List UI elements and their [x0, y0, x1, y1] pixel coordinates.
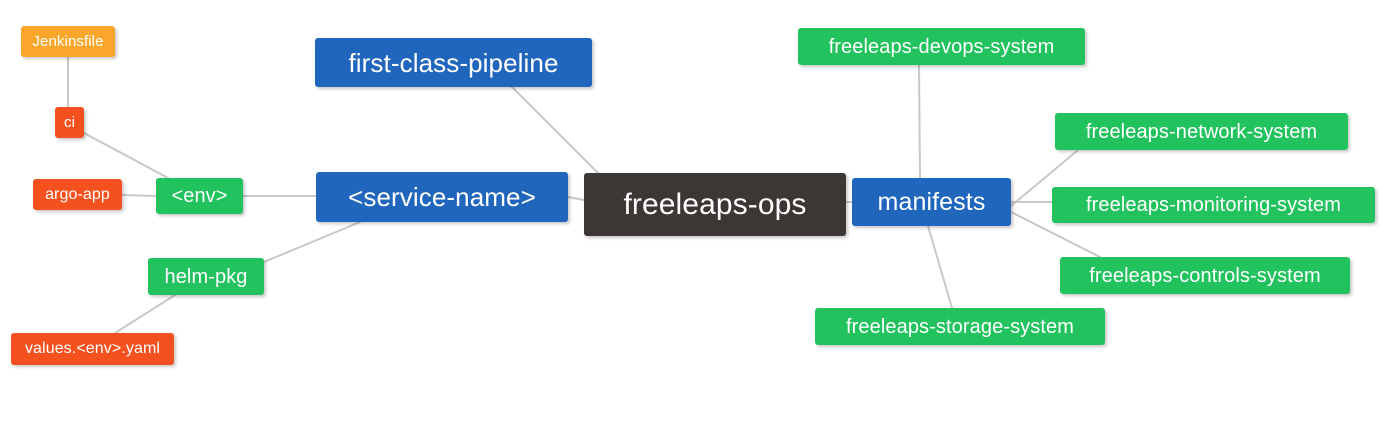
node-freeleaps-devops-system[interactable]: freeleaps-devops-system — [798, 28, 1085, 65]
edge-env-to-ci — [83, 132, 169, 179]
edge-env-to-argo-app — [121, 194, 157, 197]
node-first-class-pipeline[interactable]: first-class-pipeline — [315, 38, 592, 87]
node-values-env-yaml[interactable]: values.<env>.yaml — [11, 333, 174, 365]
edge-manifests-to-freeleaps-devops-system — [918, 64, 921, 179]
node-freeleaps-controls-system[interactable]: freeleaps-controls-system — [1060, 257, 1350, 294]
edge-helm-pkg-to-values-env-yaml — [114, 294, 176, 334]
node-env[interactable]: <env> — [156, 178, 243, 214]
node-freeleaps-storage-system[interactable]: freeleaps-storage-system — [815, 308, 1105, 345]
node-service-name[interactable]: <service-name> — [316, 172, 568, 222]
node-freeleaps-network-system[interactable]: freeleaps-network-system — [1055, 113, 1348, 150]
node-freeleaps-monitoring-system[interactable]: freeleaps-monitoring-system — [1052, 187, 1375, 223]
node-helm-pkg[interactable]: helm-pkg — [148, 258, 264, 295]
node-jenkinsfile[interactable]: Jenkinsfile — [21, 26, 115, 57]
node-ci[interactable]: ci — [55, 107, 84, 138]
edge-service-name-to-helm-pkg — [263, 221, 361, 263]
node-freeleaps-ops[interactable]: freeleaps-ops — [584, 173, 846, 236]
edge-manifests-to-freeleaps-storage-system — [927, 225, 953, 309]
node-argo-app[interactable]: argo-app — [33, 179, 122, 210]
node-manifests[interactable]: manifests — [852, 178, 1011, 226]
edge-freeleaps-ops-to-service-name — [567, 196, 585, 201]
edge-freeleaps-ops-to-first-class-pipeline — [511, 86, 602, 177]
